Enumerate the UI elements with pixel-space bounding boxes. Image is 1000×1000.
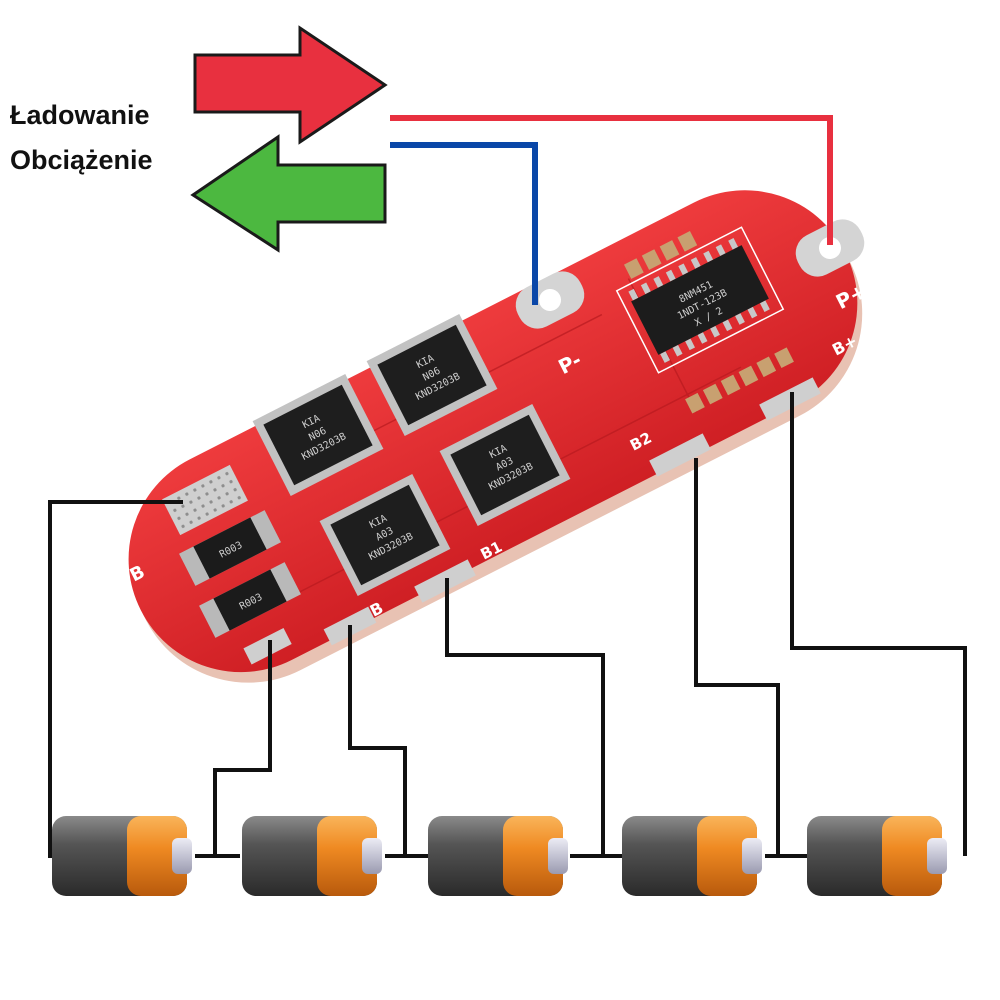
current-sense-resistor: R003 — [179, 510, 281, 586]
bms-board: R003 R003 KIA N06 KND3203B KIA N06 KND32… — [127, 190, 871, 683]
cell-wires — [48, 392, 967, 858]
mosfet: KIA N06 KND3203B — [366, 313, 498, 437]
smd-components — [685, 347, 794, 414]
pad-b-minus-tab — [243, 627, 292, 665]
battery-terminal — [548, 838, 568, 874]
load-arrow — [190, 134, 387, 253]
battery-cell — [622, 816, 762, 896]
via-pad-b-minus — [162, 464, 248, 536]
battery-band — [503, 816, 563, 896]
battery-band — [127, 816, 187, 896]
load-label: Obciążenie — [10, 145, 153, 175]
current-sense-resistor: R003 — [199, 562, 301, 638]
battery-band — [317, 816, 377, 896]
battery-band — [882, 816, 942, 896]
pad-b2 — [649, 433, 711, 477]
battery-terminal — [362, 838, 382, 874]
load-wire — [390, 142, 538, 305]
smd-components — [623, 231, 698, 279]
battery-terminal — [742, 838, 762, 874]
charge-arrow — [193, 25, 388, 145]
mosfet: KIA N06 KND3203B — [252, 373, 384, 497]
battery-pack — [52, 816, 947, 896]
battery-cell — [807, 816, 947, 896]
charge-label: Ładowanie — [10, 100, 150, 130]
mosfet: KIA A03 KND3203B — [319, 473, 451, 597]
mosfet: KIA A03 KND3203B — [439, 403, 571, 527]
charge-wire — [390, 115, 833, 245]
battery-terminal — [172, 838, 192, 874]
battery-cell — [52, 816, 192, 896]
protection-ic: 8NM451 1NDT-123B X / 2 — [615, 226, 785, 374]
battery-cell — [428, 816, 568, 896]
battery-cell — [242, 816, 382, 896]
pad-p-plus — [795, 219, 865, 277]
battery-terminal — [927, 838, 947, 874]
battery-band — [697, 816, 757, 896]
